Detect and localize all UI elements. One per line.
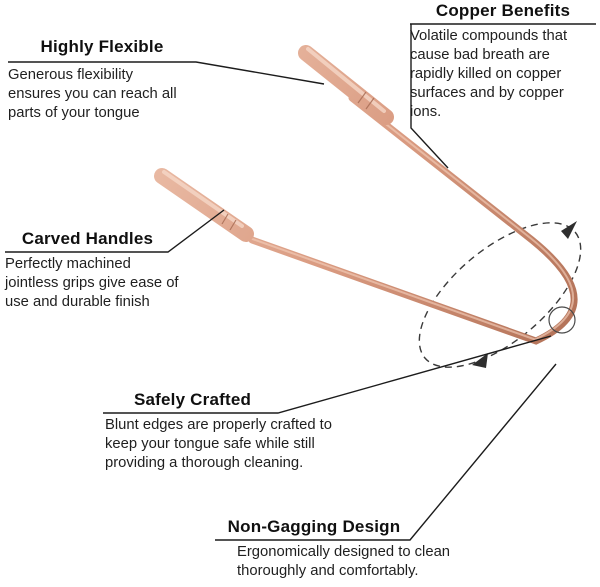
scraper-handle-bottom: [154, 168, 254, 242]
leader-safely-crafted: [103, 335, 552, 414]
leader-non-gagging: [215, 363, 557, 541]
callout-body-carved-handles: Perfectly machined jointless grips give …: [5, 256, 179, 310]
motion-arrowhead-bottom: [472, 353, 488, 368]
callout-title-carved-handles: Carved Handles: [21, 229, 154, 248]
scraper-handle-top-ring2: [365, 97, 375, 110]
callout-highly-flexible: Highly Flexible Generous flexibility ens…: [8, 36, 196, 123]
callout-body-highly-flexible: Generous flexibility ensures you can rea…: [8, 67, 177, 121]
callout-title-highly-flexible: Highly Flexible: [40, 37, 164, 56]
leader-highly-flexible: [8, 61, 325, 85]
scraper-wire: [248, 94, 578, 345]
leader-copper-benefits: [410, 24, 449, 169]
scraper-handle-top-highlight: [306, 47, 386, 113]
scraper-handle-top-ring: [357, 91, 367, 104]
bend-detail-circle: [548, 306, 576, 334]
scraper-handle-bottom-ring: [221, 213, 229, 225]
callout-non-gagging-design: Non-Gagging Design Ergonomically designe…: [215, 516, 465, 581]
callout-copper-benefits: Copper Benefits Volatile compounds that …: [410, 0, 596, 122]
scraper-handle-bottom-highlight: [162, 170, 244, 228]
callout-body-safely-crafted: Blunt edges are properly crafted to keep…: [105, 417, 333, 471]
callout-body-non-gagging-design: Ergonomically designed to clean thorough…: [237, 544, 451, 579]
callout-safely-crafted: Safely Crafted Blunt edges are properly …: [105, 389, 373, 473]
callout-title-non-gagging-design: Non-Gagging Design: [227, 517, 401, 536]
motion-arrowhead-top: [561, 221, 577, 239]
leader-carved-handles: [5, 209, 225, 253]
callout-body-copper-benefits: Volatile compounds that cause bad breath…: [410, 28, 568, 120]
callout-title-safely-crafted: Safely Crafted: [133, 390, 252, 409]
scraper-handle-bottom-ring2: [229, 219, 237, 231]
callout-title-copper-benefits: Copper Benefits: [435, 1, 571, 20]
scraper-wire-highlight: [250, 95, 574, 341]
scraper-handle-top: [298, 45, 394, 125]
callout-carved-handles: Carved Handles Perfectly machined jointl…: [5, 228, 203, 312]
flex-motion-dashed-ellipse: [418, 222, 582, 368]
